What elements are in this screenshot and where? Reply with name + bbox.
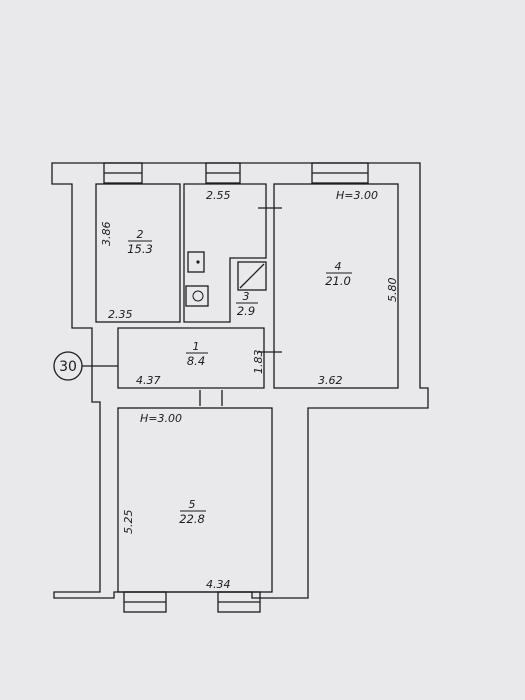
room-2-outline (95, 183, 181, 323)
toilet-bowl (192, 290, 204, 302)
room-5-depth-dim: 5.25 (122, 510, 135, 535)
axis-marker-circle (53, 351, 83, 381)
room-2-area: 15.3 (127, 242, 153, 256)
shower-diagonal (239, 263, 265, 289)
room-5-area: 22.8 (179, 512, 205, 526)
room-4-width-dim: 3.62 (318, 374, 343, 387)
sink-outline (187, 251, 205, 273)
room-3-width-dim: 2.55 (206, 189, 231, 202)
room-3-area: 2.9 (237, 304, 255, 318)
room-4-area: 21.0 (325, 274, 351, 288)
walls (51, 162, 429, 613)
room-1-outline (117, 327, 265, 389)
sink-drain (196, 260, 200, 264)
room-3-number: 3 (243, 290, 250, 303)
room-2-number: 2 (137, 228, 144, 241)
upper-ceiling-height: H=3.00 (336, 189, 378, 202)
outer-wall-outline (51, 162, 429, 599)
room-2-width-dim: 2.35 (108, 308, 133, 321)
shower-outline (237, 261, 267, 291)
room-1-number: 1 (193, 340, 200, 353)
room-3-outline (183, 183, 267, 323)
room-1-width-dim: 4.37 (136, 374, 161, 387)
axis-marker-label: 30 (59, 359, 77, 375)
toilet-outline (185, 285, 209, 307)
room-1-depth-dim: 1.83 (252, 350, 265, 375)
lower-ceiling-height: H=3.00 (140, 412, 182, 425)
room-1-area: 8.4 (187, 354, 205, 368)
room-4-depth-dim: 5.80 (386, 278, 399, 303)
room-5-width-dim: 4.34 (206, 578, 231, 591)
room-2-depth-dim: 3.86 (100, 222, 113, 247)
room-5-number: 5 (189, 498, 196, 511)
room-4-outline (273, 183, 399, 389)
room-5-outline (117, 407, 273, 593)
room-4-number: 4 (335, 260, 342, 273)
